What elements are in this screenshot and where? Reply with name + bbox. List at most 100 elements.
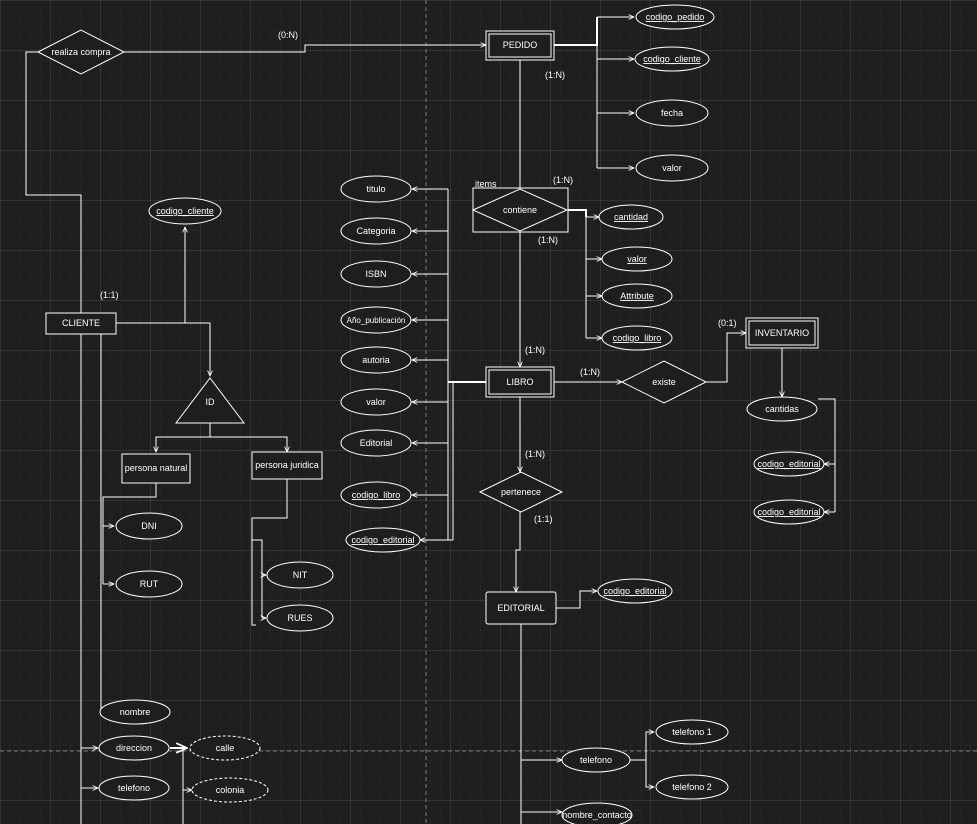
attribute-cantidad[interactable]: cantidad <box>598 204 664 230</box>
edge-telefono-2[interactable] <box>645 760 654 787</box>
attribute-rues[interactable]: RUES <box>266 604 334 632</box>
entity-inventario[interactable]: INVENTARIO <box>745 317 819 349</box>
attribute-codigo-editorial-inventario-1[interactable]: codigo_editorial <box>753 451 825 477</box>
attribute-codigo-cliente-pedido[interactable]: codigo_cliente <box>634 46 710 72</box>
attribute-label: telefono <box>118 783 150 793</box>
attribute-attribute[interactable]: Attribute <box>601 283 673 309</box>
attribute-codigo-cliente[interactable]: codigo_cliente <box>148 197 222 225</box>
attribute-label: fecha <box>661 108 683 118</box>
items-label: items <box>475 179 497 189</box>
edge-realiza-cliente[interactable] <box>25 51 82 313</box>
edge-id-juridica[interactable] <box>210 436 287 452</box>
cardinality-pertenece-editorial: (1:1) <box>534 514 553 524</box>
entity-pedido[interactable]: PEDIDO <box>485 30 555 61</box>
edge-realiza-pedido[interactable] <box>123 45 486 53</box>
relationship-existe[interactable]: existe <box>620 360 708 404</box>
edge-existe-inventario[interactable] <box>706 333 746 383</box>
relationship-realiza-compra[interactable]: realiza compra <box>36 29 126 75</box>
attribute-telefono-editorial[interactable]: telefono <box>561 747 631 773</box>
attribute-codigo-editorial-inventario-2[interactable]: codigo_editorial <box>753 499 825 525</box>
entity-cliente[interactable]: CLIENTE <box>45 312 117 335</box>
specialization-id[interactable]: ID <box>174 377 246 424</box>
entity-label: EDITORIAL <box>497 603 544 613</box>
attribute-calle[interactable]: calle <box>189 735 261 761</box>
attribute-label: ISBN <box>365 269 386 279</box>
edge-cliente-id[interactable] <box>116 322 210 376</box>
attribute-rut[interactable]: RUT <box>115 570 183 598</box>
attribute-label: codigo_editorial <box>757 507 820 517</box>
attribute-codigo-libro[interactable]: codigo_libro <box>340 481 412 509</box>
edge-inventario-trunk[interactable] <box>818 398 836 512</box>
relationship-label: contiene <box>503 205 537 215</box>
cardinality-libro-top: (1:N) <box>525 345 545 355</box>
attribute-label: codigo_editorial <box>603 586 666 596</box>
attribute-valor-libro[interactable]: valor <box>340 388 412 416</box>
edge-natural-trunk[interactable] <box>102 483 157 584</box>
attribute-valor-pedido[interactable]: valor <box>635 154 709 182</box>
cardinality-libro-pertenece: (1:N) <box>525 449 545 459</box>
attribute-titulo[interactable]: titulo <box>340 175 412 203</box>
attribute-editorial[interactable]: Editorial <box>340 429 412 457</box>
specialization-label: ID <box>206 397 216 407</box>
entity-persona-natural[interactable]: persona natural <box>121 453 191 484</box>
attribute-codigo-editorial-libro[interactable]: codigo_editorial <box>345 527 421 553</box>
edge-id-natural[interactable] <box>156 436 210 452</box>
attribute-label: codigo_editorial <box>757 459 820 469</box>
attribute-colonia[interactable]: colonia <box>191 777 269 803</box>
cardinality-pedido-contiene: (1:N) <box>545 70 565 80</box>
attribute-label: codigo_cliente <box>156 206 214 216</box>
entity-editorial[interactable]: EDITORIAL <box>485 591 557 625</box>
attribute-autoria[interactable]: autoria <box>340 346 412 374</box>
cardinality-inventario: (0:1) <box>718 318 737 328</box>
attribute-label: valor <box>662 163 682 173</box>
attribute-codigo-editorial[interactable]: codigo_editorial <box>597 578 673 604</box>
attribute-categoria[interactable]: Categoria <box>340 217 412 245</box>
attribute-label: codigo_pedido <box>646 12 705 22</box>
edge-contiene-trunk[interactable] <box>568 209 587 217</box>
relationship-label: realiza compra <box>51 47 110 57</box>
attribute-nombre-contacto[interactable]: nombre_contacto <box>561 802 633 824</box>
attribute-label: DNI <box>141 521 157 531</box>
attribute-isbn[interactable]: ISBN <box>340 260 412 288</box>
attribute-dni[interactable]: DNI <box>115 512 183 540</box>
attribute-label: telefono <box>580 755 612 765</box>
attribute-label: Editorial <box>360 438 393 448</box>
entity-persona-juridica[interactable]: persona juridica <box>251 451 323 480</box>
attribute-anio-publicacion[interactable]: Año_publicación <box>340 306 412 334</box>
edge-editorial-codigo[interactable] <box>556 591 597 609</box>
attribute-valor-contiene[interactable]: valor <box>601 246 673 272</box>
edge-juridica-trunk-2[interactable] <box>252 539 263 618</box>
attribute-label: codigo_editorial <box>351 535 414 545</box>
attribute-telefono-2[interactable]: telefono 2 <box>655 774 729 800</box>
attribute-label: nombre_contacto <box>562 810 632 820</box>
attribute-label: titulo <box>366 184 385 194</box>
attribute-cantidas[interactable]: cantidas <box>746 396 818 422</box>
edge-pedido-trunk[interactable] <box>554 17 598 46</box>
edge-telefono-1[interactable] <box>630 732 654 761</box>
attribute-telefono-cliente[interactable]: telefono <box>98 775 170 801</box>
attribute-label: autoria <box>362 355 390 365</box>
edge-pertenece-editorial[interactable] <box>516 512 521 592</box>
cardinality-contiene-top: (1:N) <box>553 175 573 185</box>
attribute-label: direccion <box>116 743 152 753</box>
edge-juridica-trunk[interactable] <box>251 479 288 626</box>
attribute-label: NIT <box>293 570 308 580</box>
weak-relationship-contiene[interactable]: contiene <box>471 187 569 233</box>
attribute-label: Attribute <box>620 291 654 301</box>
attribute-fecha[interactable]: fecha <box>635 99 709 127</box>
attribute-telefono-1[interactable]: telefono 1 <box>655 719 729 745</box>
entity-label: CLIENTE <box>62 318 100 328</box>
relationship-label: existe <box>652 377 676 387</box>
entity-libro[interactable]: LIBRO <box>485 366 555 398</box>
cardinality-libro-existe: (1:N) <box>580 367 600 377</box>
attribute-codigo-pedido[interactable]: codigo_pedido <box>635 4 715 30</box>
attribute-label: RUES <box>287 613 312 623</box>
attribute-codigo-libro-contiene[interactable]: codigo_libro <box>601 325 673 351</box>
attribute-direccion[interactable]: direccion <box>98 735 170 761</box>
attribute-nombre[interactable]: nombre <box>99 699 171 725</box>
cardinality-realiza-pedido: (0:N) <box>278 30 298 40</box>
attribute-label: telefono 1 <box>672 727 712 737</box>
attribute-nit[interactable]: NIT <box>266 561 334 589</box>
relationship-pertenece[interactable]: pertenece <box>478 471 564 513</box>
